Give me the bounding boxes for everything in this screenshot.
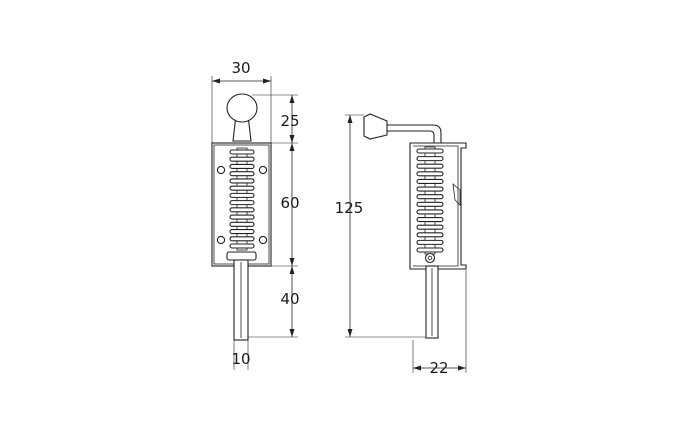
spring-coil	[229, 221, 255, 227]
dim-front-vertical: 25 60 40	[248, 94, 300, 338]
spring-coil	[416, 194, 444, 200]
spring-coil	[416, 247, 444, 253]
front-pin	[233, 259, 249, 341]
side-bottom-screw	[424, 252, 436, 264]
spring-coil	[229, 163, 255, 170]
spring-coil	[416, 209, 444, 215]
dim-label-knob-height: 25	[280, 112, 299, 130]
side-view	[363, 113, 467, 339]
dim-label-pin-length: 40	[280, 290, 299, 308]
spring-coil	[416, 178, 444, 185]
spring-coil	[416, 239, 444, 245]
dim-label-front-width: 30	[231, 59, 250, 77]
dim-total-length: 125	[335, 114, 426, 338]
front-spring	[229, 147, 255, 251]
spring-coil	[416, 171, 444, 177]
spring-coil	[229, 178, 255, 184]
spring-coil	[229, 156, 255, 162]
front-screw-holes	[216, 165, 268, 245]
spring-coil	[229, 192, 255, 198]
spring-coil	[229, 200, 255, 206]
spring-coil	[229, 214, 255, 220]
screw-hole	[258, 235, 268, 245]
spring-rod	[236, 147, 248, 251]
spring-coil	[229, 185, 255, 191]
spring-coil	[416, 216, 444, 223]
screw-hole	[216, 235, 226, 245]
side-pin	[425, 265, 439, 339]
spring-coil	[416, 186, 444, 192]
front-collar	[226, 251, 257, 261]
spring-coil	[416, 156, 444, 162]
side-handle	[363, 113, 442, 147]
side-clip	[452, 183, 461, 206]
screw-hole	[216, 165, 226, 175]
front-view	[211, 93, 272, 341]
spring-coil	[416, 163, 444, 169]
front-knob	[226, 93, 258, 142]
dim-pin-diameter: 10	[231, 340, 251, 370]
dim-front-width: 30	[211, 59, 272, 143]
screw-hole	[258, 165, 268, 175]
spring-coil	[229, 207, 255, 213]
spring-coil	[229, 236, 255, 242]
spring-coil	[229, 228, 255, 235]
spring-coil	[416, 224, 444, 230]
spring-coil	[416, 148, 444, 154]
spring-coil	[416, 232, 444, 238]
dim-label-total-length: 125	[335, 199, 364, 217]
dim-label-body-height: 60	[280, 194, 299, 212]
dim-label-pin-diameter: 10	[231, 350, 250, 368]
dim-side-depth: 22	[412, 270, 467, 377]
spring-coil	[229, 149, 255, 155]
spring-coil	[416, 201, 444, 207]
dim-label-side-depth: 22	[429, 359, 448, 377]
spring-coil	[229, 171, 255, 177]
spring-coil	[229, 243, 255, 249]
side-spring	[416, 146, 444, 255]
